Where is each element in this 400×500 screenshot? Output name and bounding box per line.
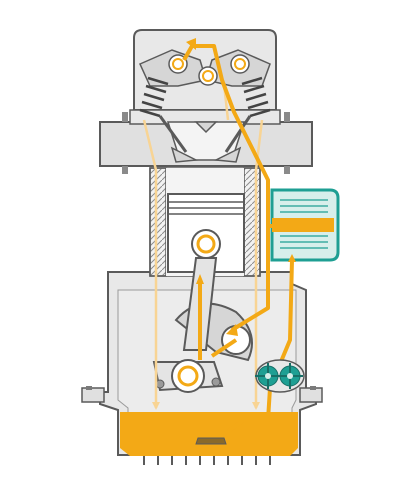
head-bolt-right — [284, 112, 290, 122]
valve-stem-left — [158, 115, 188, 153]
block-bolt-right — [284, 166, 290, 174]
valve-head-right — [213, 146, 242, 163]
pivot-icon — [198, 66, 218, 86]
gear-pump-icon — [255, 359, 305, 393]
oil-filter-icon — [270, 188, 340, 262]
spark-plug-tip — [194, 121, 218, 134]
cylinder-wall-right — [243, 167, 261, 277]
pivot-oil-ring — [234, 58, 246, 70]
oil-pickup-icon — [195, 437, 227, 445]
right-bolt — [310, 386, 316, 390]
spring-icon — [139, 76, 169, 118]
rod-bolt-right — [211, 377, 221, 387]
pivot-icon — [168, 54, 188, 74]
filter-to-crank — [230, 224, 274, 332]
head-bolt-left — [122, 112, 128, 122]
pump-to-filter — [278, 259, 294, 365]
pivot-oil-ring — [202, 70, 214, 82]
valve-stem-right — [224, 115, 252, 153]
left-bolt — [86, 386, 92, 390]
block-bolt-left — [122, 166, 128, 174]
crankcase — [81, 271, 323, 465]
spring-icon — [241, 76, 271, 118]
right-flange — [299, 387, 323, 403]
pivot-oil-ring — [172, 58, 184, 70]
pivot-icon — [230, 54, 250, 74]
filter-element-lines — [280, 199, 328, 249]
valve-head-left — [170, 146, 199, 163]
left-flange — [81, 387, 105, 403]
crank-pin-oil — [177, 365, 199, 387]
oil-flow-arrows — [186, 38, 296, 336]
oil-pickup-line — [208, 387, 272, 446]
cylinder-head — [99, 29, 313, 174]
main-to-crankpin — [210, 338, 238, 358]
oil-pan-fins — [143, 456, 271, 465]
wrist-pin-oil — [196, 234, 216, 254]
filter-oil-channel — [272, 218, 334, 232]
oil-return-right — [254, 119, 264, 408]
oil-sump — [120, 412, 298, 456]
cylinder-wall-left — [149, 167, 167, 277]
oil-return-arrows — [152, 402, 260, 410]
pump-gear-hub-left — [265, 373, 271, 379]
oil-return-left — [142, 119, 158, 408]
pump-gear-hub-right — [287, 373, 293, 379]
pickup-strainer — [195, 437, 227, 445]
